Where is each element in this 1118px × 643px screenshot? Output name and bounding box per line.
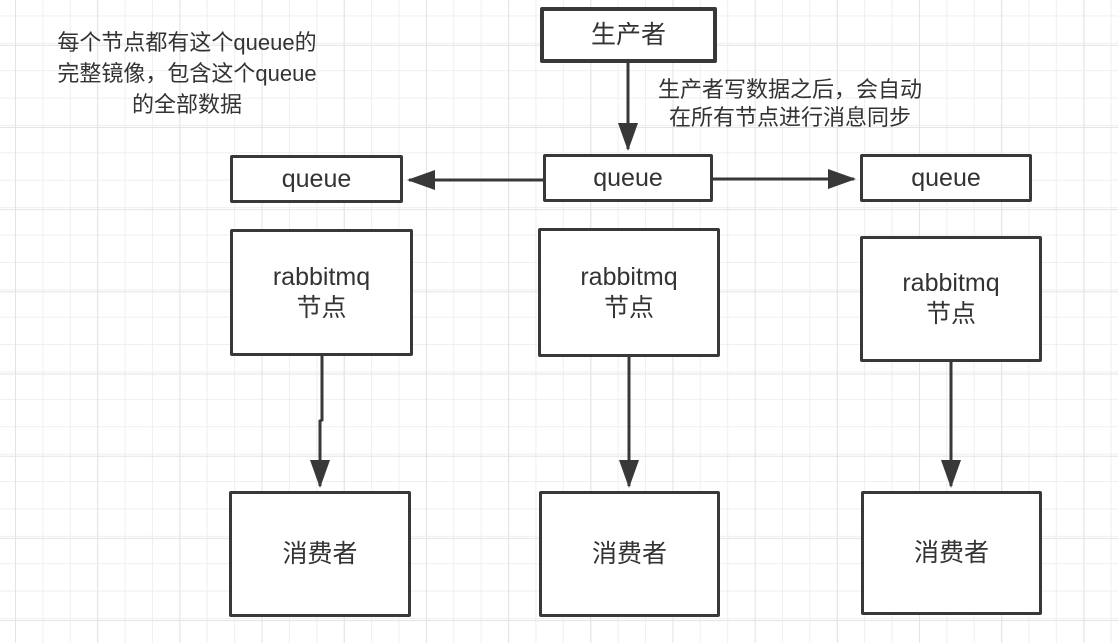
node-rabbitmq-left: rabbitmq 节点 [230,229,413,356]
node-consumer-left: 消费者 [229,491,411,617]
node-queue-middle: queue [543,154,713,202]
node-consumer-right: 消费者 [861,491,1042,615]
node-queue-right: queue [860,154,1032,202]
node-producer: 生产者 [540,7,717,63]
node-consumer-middle: 消费者 [539,491,720,617]
annotation-mirror-note: 每个节点都有这个queue的 完整镜像，包含这个queue 的全部数据 [57,30,317,117]
node-rabbitmq-right: rabbitmq 节点 [860,236,1042,362]
annotation-sync-note: 生产者写数据之后，会自动 在所有节点进行消息同步 [657,77,922,130]
arrow-rabbitmq-left-to-consumer-left [310,356,330,488]
node-queue-left: queue [230,155,403,203]
node-rabbitmq-middle: rabbitmq 节点 [538,228,720,357]
